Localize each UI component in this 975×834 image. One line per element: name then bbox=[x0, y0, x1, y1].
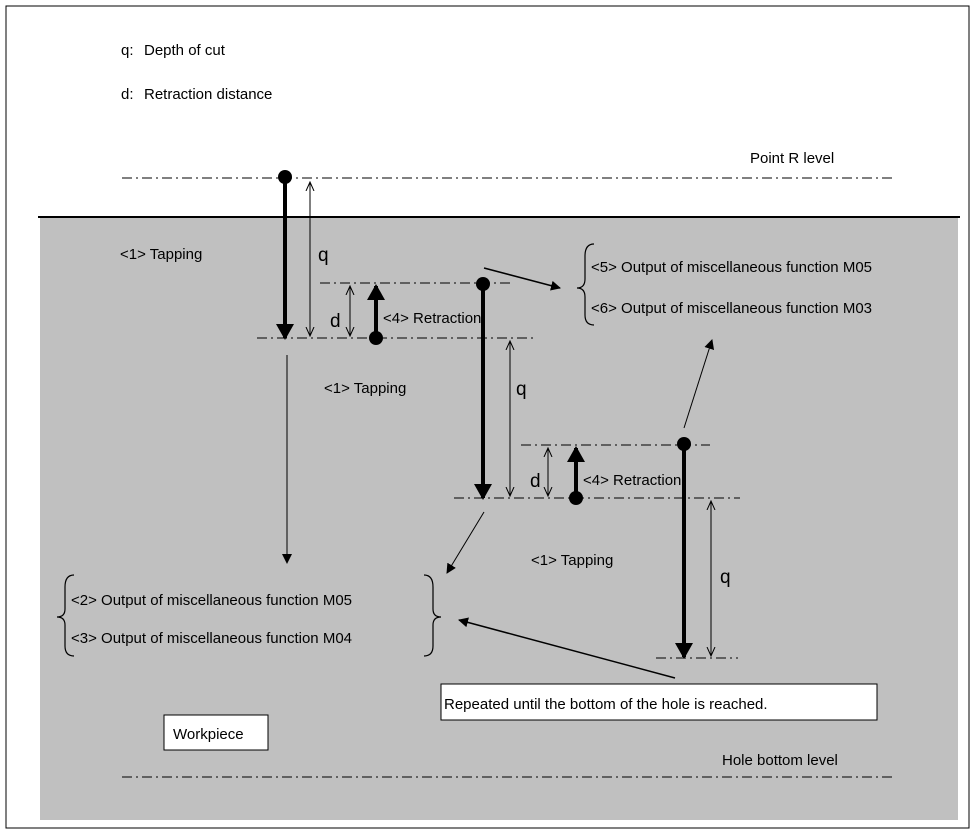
q-label-2: q bbox=[516, 379, 527, 400]
q-label-3: q bbox=[720, 567, 731, 588]
tapping-label-2: <1> Tapping bbox=[324, 380, 406, 397]
flow-arrow-repeat-to-bottom-outputs bbox=[458, 617, 676, 679]
legend-q-key: q: bbox=[121, 42, 134, 59]
legend-d-key: d: bbox=[121, 86, 134, 103]
workpiece-label-box bbox=[163, 714, 269, 751]
point-r-level-label: Point R level bbox=[750, 150, 834, 167]
workpiece-label: Workpiece bbox=[173, 726, 244, 743]
flow-arrow-to-top-outputs-2 bbox=[683, 339, 715, 429]
bottom-outputs-brace-right bbox=[423, 574, 442, 657]
flow-arrow-peck2-to-bottom-outputs bbox=[446, 511, 485, 574]
bottom-outputs-brace-left bbox=[56, 574, 75, 657]
flow-arrow-to-top-outputs bbox=[483, 267, 561, 291]
m05-top-label: <5> Output of miscellaneous function M05 bbox=[591, 259, 872, 276]
q-label-1: q bbox=[318, 245, 329, 266]
hole-bottom-level-label: Hole bottom level bbox=[722, 752, 838, 769]
legend-q-text: Depth of cut bbox=[144, 42, 226, 59]
outer-border bbox=[5, 5, 970, 829]
retraction-label-2: <4> Retraction bbox=[583, 472, 681, 489]
tapping-label-3: <1> Tapping bbox=[531, 552, 613, 569]
retract-start-dot-1 bbox=[369, 331, 383, 345]
d-label-2: d bbox=[530, 471, 541, 492]
m04-bottom-label: <3> Output of miscellaneous function M04 bbox=[71, 630, 352, 647]
peck-2-start-dot bbox=[476, 277, 490, 291]
start-point-dot bbox=[278, 170, 292, 184]
repeat-note-box bbox=[440, 683, 878, 721]
retraction-label-1: <4> Retraction bbox=[383, 310, 481, 327]
tapping-label-1: <1> Tapping bbox=[120, 246, 202, 263]
m03-top-label: <6> Output of miscellaneous function M03 bbox=[591, 300, 872, 317]
m05-bottom-label: <2> Output of miscellaneous function M05 bbox=[71, 592, 352, 609]
repeat-note-text: Repeated until the bottom of the hole is… bbox=[444, 696, 768, 713]
retract-start-dot-2 bbox=[569, 491, 583, 505]
top-outputs-brace bbox=[576, 243, 595, 326]
legend-d-text: Retraction distance bbox=[144, 86, 272, 103]
peck-3-start-dot bbox=[677, 437, 691, 451]
d-label-1: d bbox=[330, 311, 341, 332]
